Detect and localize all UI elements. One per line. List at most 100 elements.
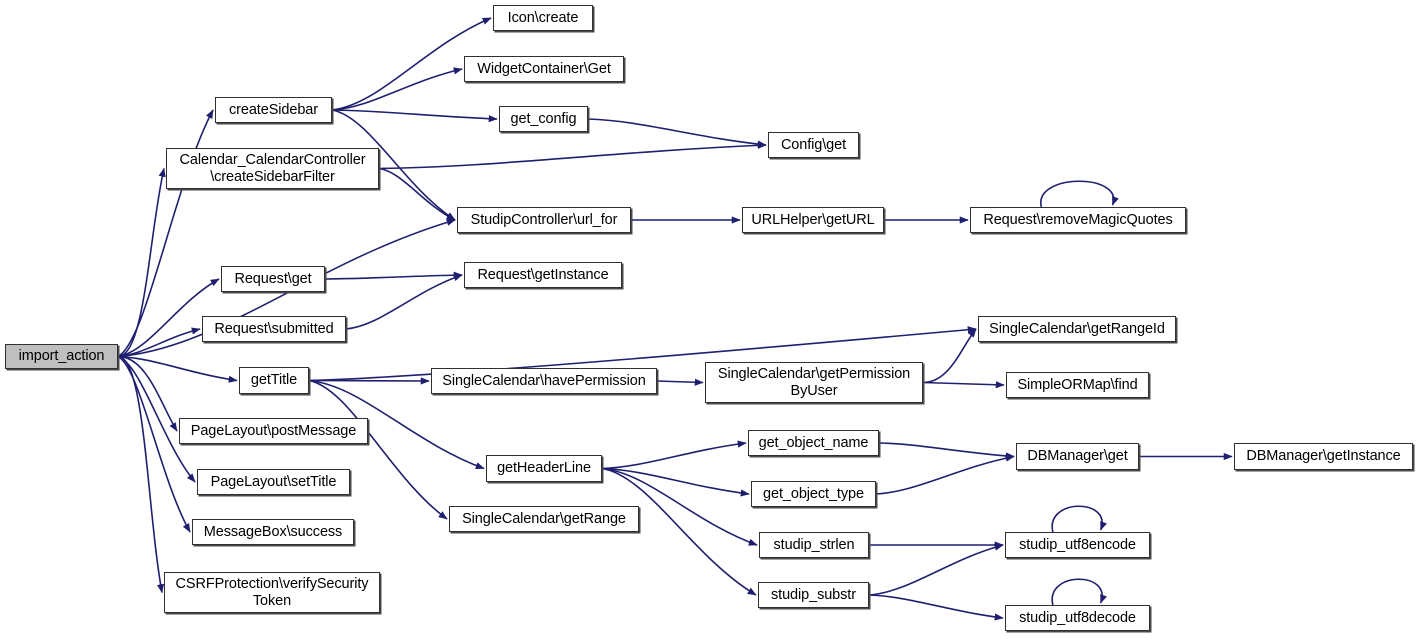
graph-node-requestGetInstance[interactable]: Request\getInstance xyxy=(464,262,622,288)
graph-node-requestGet[interactable]: Request\get xyxy=(221,266,325,292)
graph-node-utf8decode[interactable]: studip_utf8decode xyxy=(1005,605,1150,631)
graph-node-label: createSidebar xyxy=(229,101,318,118)
graph-node-label: StudipController\url_for xyxy=(470,211,618,228)
graph-node-label: Request\getInstance xyxy=(477,266,609,283)
graph-node-label: Config\get xyxy=(780,136,847,153)
graph-edge-import_action-to-urlFor xyxy=(117,218,456,358)
graph-node-label: PageLayout\setTitle xyxy=(210,473,337,490)
graph-edge-import_action-to-csrf xyxy=(117,355,165,594)
graph-node-removeMagic[interactable]: Request\removeMagicQuotes xyxy=(970,207,1186,233)
graph-node-calCtl[interactable]: Calendar_CalendarController \createSideb… xyxy=(166,148,379,189)
graph-node-iconCreate[interactable]: Icon\create xyxy=(493,5,593,31)
graph-edge-import_action-to-createSidebar xyxy=(117,109,214,358)
graph-edge-calCtl-to-urlFor xyxy=(378,167,456,221)
graph-node-label: Calendar_CalendarController \createSideb… xyxy=(179,152,366,185)
graph-edge-import_action-to-messageBoxSuccess xyxy=(117,355,191,533)
graph-node-label: DBManager\get xyxy=(1027,448,1128,465)
graph-node-dbManagerGetInstance[interactable]: DBManager\getInstance xyxy=(1234,443,1413,470)
graph-node-label: getHeaderLine xyxy=(497,460,591,477)
graph-node-urlHelper[interactable]: URLHelper\getURL xyxy=(742,207,884,233)
graph-edge-createSidebar-to-iconCreate xyxy=(331,17,492,111)
graph-edge-import_action-to-getTitle xyxy=(117,355,238,383)
graph-node-label: URLHelper\getURL xyxy=(751,211,875,228)
graph-node-label: studip_utf8encode xyxy=(1019,536,1136,553)
graph-edge-import_action-to-requestSubmitted xyxy=(117,327,201,358)
graph-edge-requestSubmitted-to-requestGetInstance xyxy=(345,274,463,330)
graph-node-label: WidgetContainer\Get xyxy=(477,60,611,77)
graph-edge-studipSubstr-to-utf8decode xyxy=(868,594,1004,621)
graph-node-havePermission[interactable]: SingleCalendar\havePermission xyxy=(431,368,657,394)
graph-node-messageBoxSuccess[interactable]: MessageBox\success xyxy=(192,519,354,545)
graph-node-import_action[interactable]: import_action xyxy=(5,344,118,369)
graph-node-dbManagerGet[interactable]: DBManager\get xyxy=(1016,443,1139,470)
graph-edge-getTitle-to-getRangeId xyxy=(308,326,977,382)
graph-node-label: SingleCalendar\havePermission xyxy=(442,372,646,389)
graph-edge-getTitle-to-getRange xyxy=(308,379,448,520)
graph-edge-getObjectType-to-dbManagerGet xyxy=(875,454,1015,495)
graph-node-label: SingleCalendar\getPermission ByUser xyxy=(717,366,911,399)
graph-node-urlFor[interactable]: StudipController\url_for xyxy=(457,207,631,233)
graph-node-getPermByUser[interactable]: SingleCalendar\getPermission ByUser xyxy=(705,362,923,403)
graph-node-label: get_object_type xyxy=(763,485,864,502)
graph-node-label: DBManager\getInstance xyxy=(1246,448,1401,465)
graph-node-label: SimpleORMap\find xyxy=(1017,376,1138,393)
graph-node-getConfig[interactable]: get_config xyxy=(499,106,588,132)
graph-node-label: get_config xyxy=(510,110,577,127)
graph-node-widgetGet[interactable]: WidgetContainer\Get xyxy=(464,56,624,82)
graph-node-label: SingleCalendar\getRange xyxy=(462,510,626,527)
graph-node-csrf[interactable]: CSRFProtection\verifySecurity Token xyxy=(164,572,380,613)
graph-node-label: studip_substr xyxy=(771,586,856,603)
graph-edge-getTitle-to-havePermission xyxy=(308,377,430,385)
graph-edge-removeMagic-to-removeMagic xyxy=(1040,180,1119,208)
graph-edge-getObjectName-to-dbManagerGet xyxy=(878,442,1015,460)
graph-node-getObjectType[interactable]: get_object_type xyxy=(751,481,876,507)
graph-edge-getPermByUser-to-getRangeId xyxy=(922,328,977,384)
graph-edge-import_action-to-postMessage xyxy=(117,355,178,432)
graph-edge-getPermByUser-to-simpleORMapFind xyxy=(922,381,1005,389)
graph-node-label: Request\submitted xyxy=(214,320,334,337)
graph-node-simpleORMapFind[interactable]: SimpleORMap\find xyxy=(1006,372,1149,398)
graph-node-createSidebar[interactable]: createSidebar xyxy=(215,97,332,123)
graph-edge-calCtl-to-configGet xyxy=(378,141,767,170)
graph-node-setTitle[interactable]: PageLayout\setTitle xyxy=(197,469,350,495)
graph-node-utf8encode[interactable]: studip_utf8encode xyxy=(1005,532,1150,558)
graph-edge-utf8encode-to-utf8encode xyxy=(1051,505,1107,533)
graph-edge-getHeaderLine-to-getObjectType xyxy=(601,467,750,497)
graph-edge-studipSubstr-to-utf8encode xyxy=(868,543,1004,596)
graph-edge-createSidebar-to-getConfig xyxy=(331,109,498,123)
graph-edge-utf8decode-to-utf8decode xyxy=(1051,578,1107,606)
graph-node-label: MessageBox\success xyxy=(203,523,343,540)
graph-node-label: studip_strlen xyxy=(773,536,855,553)
graph-edge-createSidebar-to-widgetGet xyxy=(331,67,463,111)
graph-edge-requestGet-to-requestGetInstance xyxy=(324,271,463,280)
graph-edge-import_action-to-calCtl xyxy=(117,167,166,358)
graph-edge-import_action-to-requestGet xyxy=(117,278,220,358)
graph-edge-getHeaderLine-to-getObjectName xyxy=(601,440,747,470)
graph-node-postMessage[interactable]: PageLayout\postMessage xyxy=(179,418,368,444)
graph-node-getObjectName[interactable]: get_object_name xyxy=(748,430,879,456)
graph-node-label: Request\get xyxy=(234,270,312,287)
graph-node-label: studip_utf8decode xyxy=(1019,609,1136,626)
graph-edge-getHeaderLine-to-studipSubstr xyxy=(601,467,757,596)
graph-node-label: PageLayout\postMessage xyxy=(190,422,357,439)
graph-edge-getHeaderLine-to-studipStrlen xyxy=(601,467,758,546)
graph-edge-getConfig-to-configGet xyxy=(587,118,767,148)
graph-edge-getTitle-to-getHeaderLine xyxy=(308,379,485,470)
graph-node-getRangeId[interactable]: SingleCalendar\getRangeId xyxy=(978,316,1176,342)
graph-node-requestSubmitted[interactable]: Request\submitted xyxy=(202,316,346,342)
graph-node-getTitle[interactable]: getTitle xyxy=(239,367,309,394)
graph-node-label: import_action xyxy=(18,348,105,365)
graph-node-label: Request\removeMagicQuotes xyxy=(983,211,1173,228)
graph-node-getRange[interactable]: SingleCalendar\getRange xyxy=(449,506,639,532)
graph-node-studipSubstr[interactable]: studip_substr xyxy=(758,582,869,608)
graph-edge-havePermission-to-getPermByUser xyxy=(656,378,704,386)
graph-node-studipStrlen[interactable]: studip_strlen xyxy=(759,532,869,558)
graph-node-label: get_object_name xyxy=(758,434,869,451)
graph-node-configGet[interactable]: Config\get xyxy=(768,132,859,158)
graph-node-getHeaderLine[interactable]: getHeaderLine xyxy=(486,455,602,482)
graph-node-label: CSRFProtection\verifySecurity Token xyxy=(175,576,369,609)
graph-node-label: getTitle xyxy=(250,372,298,389)
graph-node-label: Icon\create xyxy=(507,9,579,26)
